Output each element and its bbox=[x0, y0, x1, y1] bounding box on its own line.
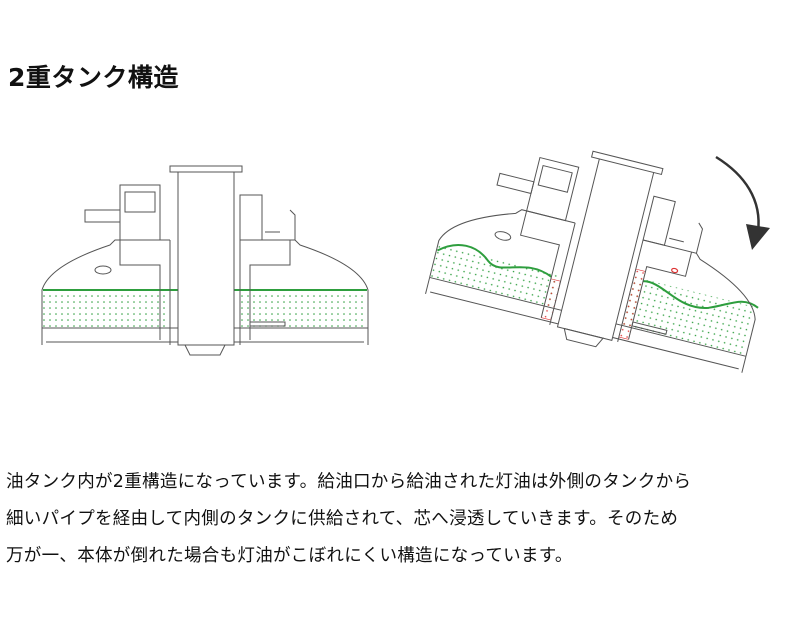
tilted-heater-figure bbox=[422, 140, 786, 384]
description: 油タンク内が2重構造になっています。給油口から給油された灯油は外側のタンクから … bbox=[6, 464, 796, 575]
description-line: 細いパイプを経由して内側のタンクに供給されて、芯へ浸透していきます。そのため bbox=[6, 509, 679, 529]
outer-tank-oil-left bbox=[430, 242, 562, 309]
upright-heater-figure bbox=[41, 165, 369, 356]
tilt-arrow-icon bbox=[715, 155, 770, 250]
wave-line-right bbox=[643, 280, 759, 309]
description-line: 万が一、本体が倒れた場合も灯油がこぼれにくい構造になっています。 bbox=[6, 546, 573, 566]
page-title: 2重タンク構造 bbox=[8, 63, 179, 92]
double-tank-diagram bbox=[41, 140, 786, 384]
outer-tank-oil-left bbox=[43, 290, 169, 328]
wave-line-left bbox=[436, 244, 553, 278]
outer-tank-oil-right bbox=[622, 277, 758, 357]
description-line: 油タンク内が2重構造になっています。給油口から給油された灯油は外側のタンクから bbox=[6, 472, 692, 492]
